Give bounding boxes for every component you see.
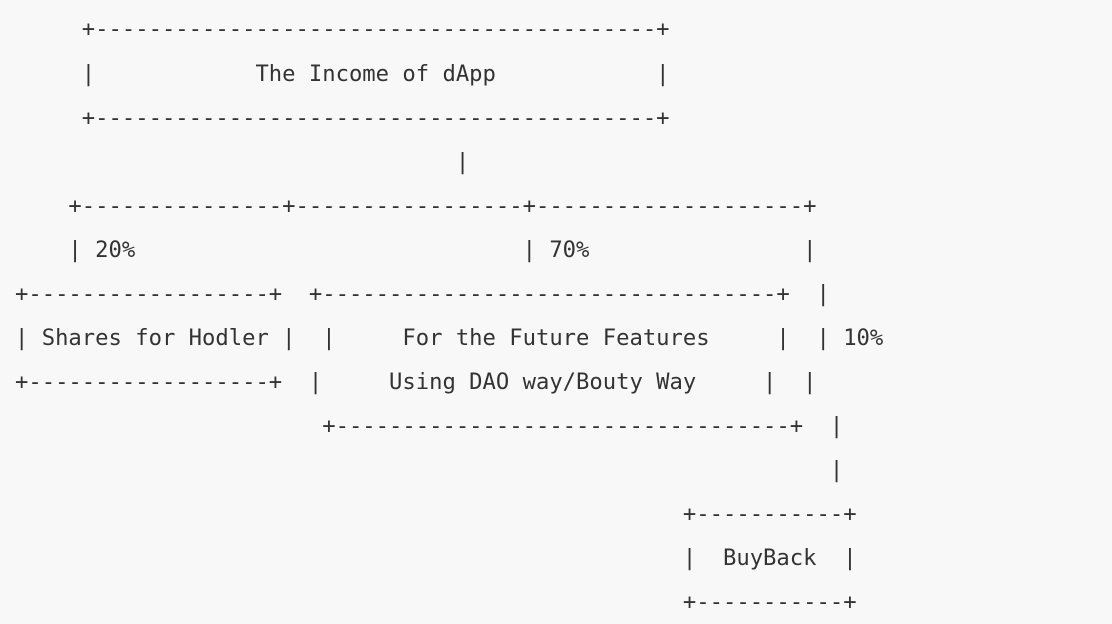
- root-box-top-border: +---------------------------------------…: [15, 16, 670, 42]
- root-box-bottom-border: +---------------------------------------…: [15, 105, 670, 131]
- future-box-bottom-border: +----------------------------------+ |: [15, 413, 844, 439]
- root-connector: |: [15, 149, 470, 175]
- branch-line: +---------------+-----------------+-----…: [15, 193, 817, 219]
- buyback-box-label: | BuyBack |: [15, 545, 857, 571]
- child-boxes-row-2: +------------------+ | Using DAO way/Bou…: [15, 369, 817, 395]
- root-box-title: | The Income of dApp |: [15, 61, 670, 87]
- buyback-box-top-border: +-----------+: [15, 501, 857, 527]
- buyback-box-bottom-border: +-----------+: [15, 589, 857, 615]
- child-boxes-row-1: | Shares for Hodler | | For the Future F…: [15, 325, 884, 351]
- child-boxes-top-border: +------------------+ +------------------…: [15, 281, 830, 307]
- buyback-connector: |: [15, 457, 844, 483]
- branch-percent-labels: | 20% | 70% |: [15, 237, 817, 263]
